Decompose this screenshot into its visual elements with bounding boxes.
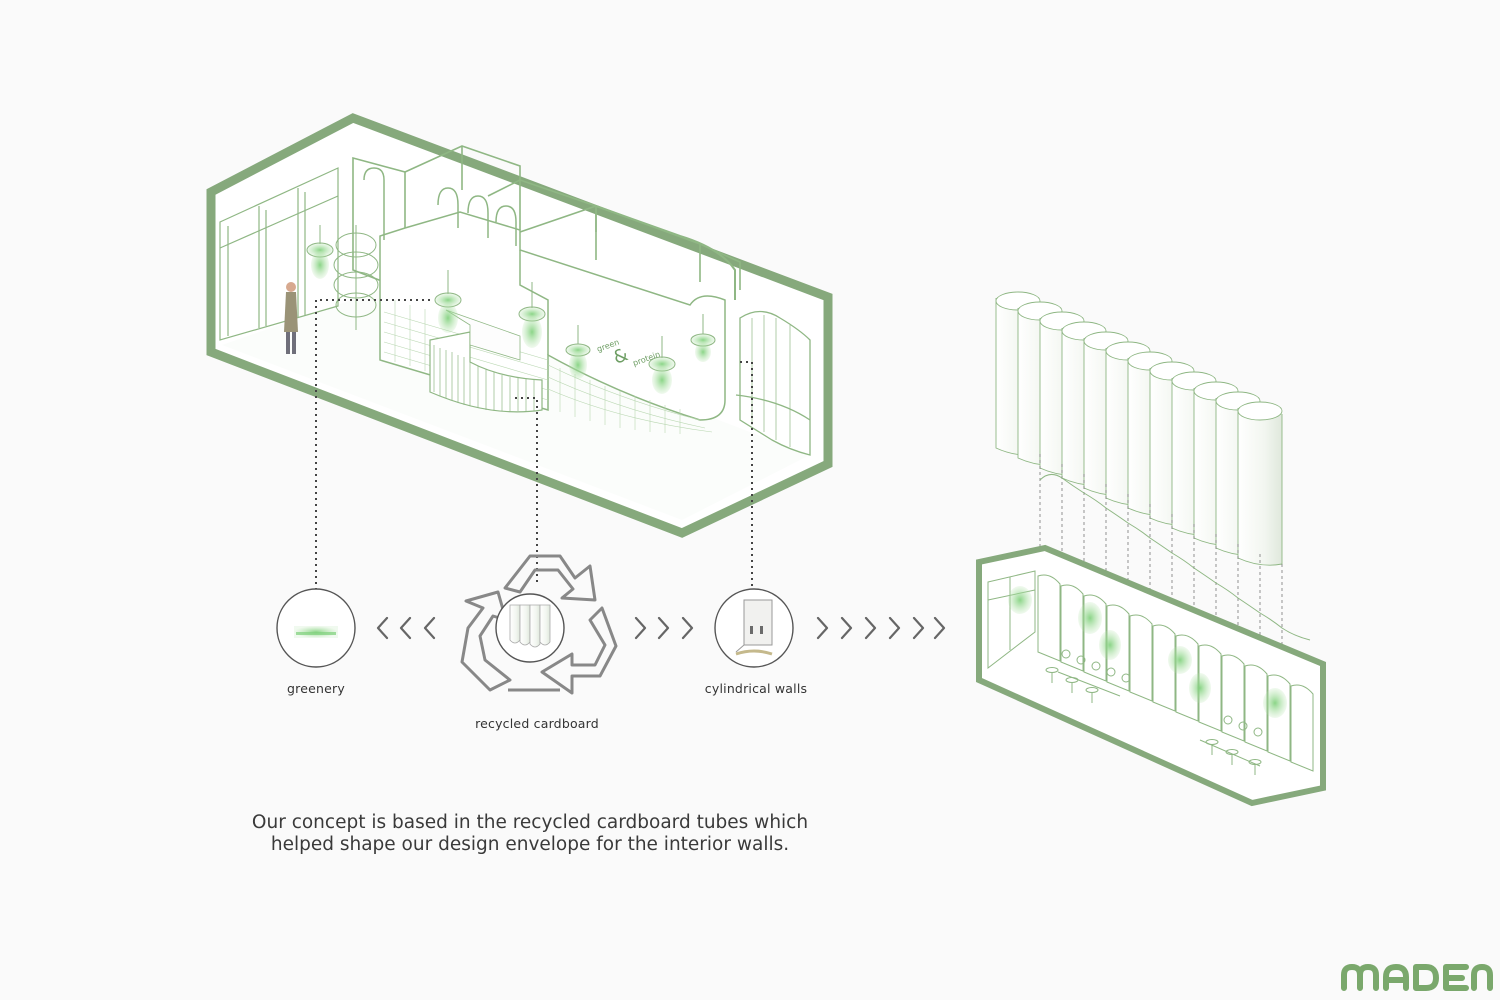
section-tube (1221, 654, 1245, 742)
storefront-windows (219, 167, 339, 341)
section-plants (1008, 586, 1287, 718)
section-tube (1037, 574, 1061, 662)
reception-counter (429, 309, 543, 413)
cardboard-tubes-icon (495, 593, 565, 663)
spiral-staircase (333, 225, 379, 330)
label-greenery: greenery (287, 681, 345, 696)
wall-plan-line (1039, 474, 1311, 641)
exploded-tube-wall (995, 291, 1311, 698)
chevrons-right-short (634, 616, 694, 640)
label-cylindrical-walls: cylindrical walls (704, 681, 808, 696)
tube-top (1237, 401, 1283, 421)
connector-greenery (315, 299, 430, 592)
cylindrical-walls-icon (714, 588, 794, 668)
cardboard-tube (1237, 408, 1283, 566)
connector-recycled (515, 397, 538, 585)
section-tube (1060, 584, 1084, 672)
section-tubes (1037, 574, 1314, 772)
section-tube (1290, 684, 1314, 772)
section-tube (1267, 674, 1291, 762)
section-portholes (1061, 649, 1263, 737)
tube-row (995, 291, 1283, 566)
side-cylindrical-wall (735, 310, 811, 456)
sign-ampersand: & (611, 344, 631, 369)
concept-line-2: helped shape our design envelope for the… (270, 834, 790, 855)
hanging-plants (306, 225, 716, 394)
maden-logo (1341, 964, 1493, 991)
section-tube (1129, 614, 1153, 702)
greenery-icon (276, 588, 356, 668)
dotted-connectors (315, 299, 753, 592)
projection-lines (1039, 454, 1283, 698)
section-stools (1045, 667, 1262, 775)
recycle-icon (460, 554, 618, 695)
section-tube (1152, 624, 1176, 712)
section-elevation (976, 544, 1326, 807)
concept-line-1: Our concept is based in the recycled car… (251, 812, 809, 833)
concept-caption: Our concept is based in the recycled car… (240, 812, 820, 856)
isometric-store-drawing: green & protein (206, 113, 833, 538)
person-figure (284, 282, 298, 354)
chevrons-right-long (816, 616, 946, 640)
chevrons-left (376, 616, 436, 640)
label-recycled-cardboard: recycled cardboard (475, 716, 599, 731)
connector-cylindrical (740, 361, 753, 592)
